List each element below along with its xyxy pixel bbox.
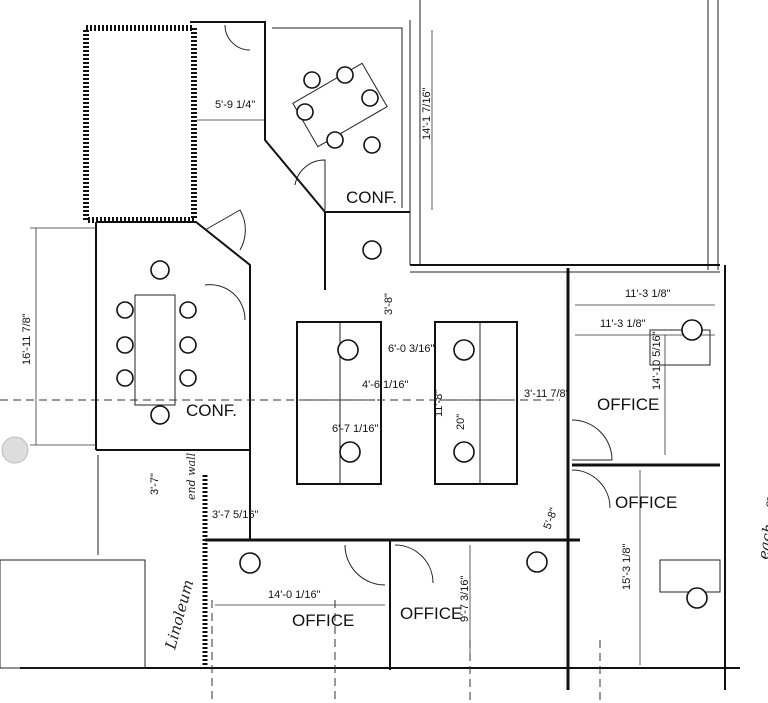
chairs: [116, 66, 708, 609]
dimension: 5'-9 1/4": [215, 99, 255, 111]
dimension: 14'-1 7/16": [421, 87, 433, 140]
conf-room-wall: [190, 21, 410, 213]
conference-table: [134, 294, 176, 406]
room-label-conf-left: CONF.: [186, 401, 237, 420]
storage-block: [83, 25, 197, 223]
dimension: 3'-11 7/8": [524, 388, 570, 400]
dimension: 20": [455, 414, 467, 430]
conf-left-wall: [96, 221, 251, 450]
room-label-office: OFFICE: [400, 604, 462, 623]
conf-room-inner: [272, 27, 403, 208]
door-swing: [204, 209, 246, 251]
dimension: 3'-8": [383, 293, 395, 315]
room-label-conf-top: CONF.: [346, 188, 397, 207]
dimension: 3'-7 5/16": [212, 509, 258, 521]
dimension: 11'-3 1/8": [625, 288, 671, 300]
dimension: 4'-6 1/16": [362, 379, 408, 391]
desk: [659, 559, 721, 593]
door-swing: [204, 284, 246, 321]
door-swing: [571, 419, 613, 461]
dimension: 11'-3 1/8": [600, 318, 646, 330]
door-swing: [294, 159, 326, 210]
desk: [649, 329, 711, 366]
door-swing: [224, 24, 251, 51]
outside-block: [0, 559, 146, 669]
dimension: 14'-0 1/16": [268, 589, 321, 601]
door-swing: [394, 544, 434, 584]
dimension: 9'-7 3/16": [459, 576, 471, 622]
room-label-office: OFFICE: [615, 493, 677, 512]
note-end-wall: end wall: [185, 452, 198, 500]
conference-table: [292, 62, 388, 148]
room-label-office: OFFICE: [292, 611, 354, 630]
dimension: 6'-7 1/16": [332, 423, 378, 435]
room-label-office: OFFICE: [597, 395, 659, 414]
dimension: 5'-8": [542, 506, 561, 531]
workstation-cluster: [296, 321, 382, 485]
dimension: 11'-8": [433, 390, 445, 417]
dimension: 15'-3 1/8": [621, 544, 633, 590]
workstation-cluster: [434, 321, 518, 485]
door-swing: [571, 469, 611, 509]
dimension: 6'-0 3/16": [388, 343, 434, 355]
door-swing: [344, 544, 386, 586]
marker-dot: [1, 436, 29, 464]
dimension: 14'-10 5/16": [651, 331, 663, 390]
dimension: 16'-11 7/8": [21, 313, 33, 365]
note-each-office: each office same dimension: [754, 351, 768, 561]
note-linoleum: Linoleum: [161, 578, 197, 652]
dimension: 3'-7": [149, 473, 161, 495]
